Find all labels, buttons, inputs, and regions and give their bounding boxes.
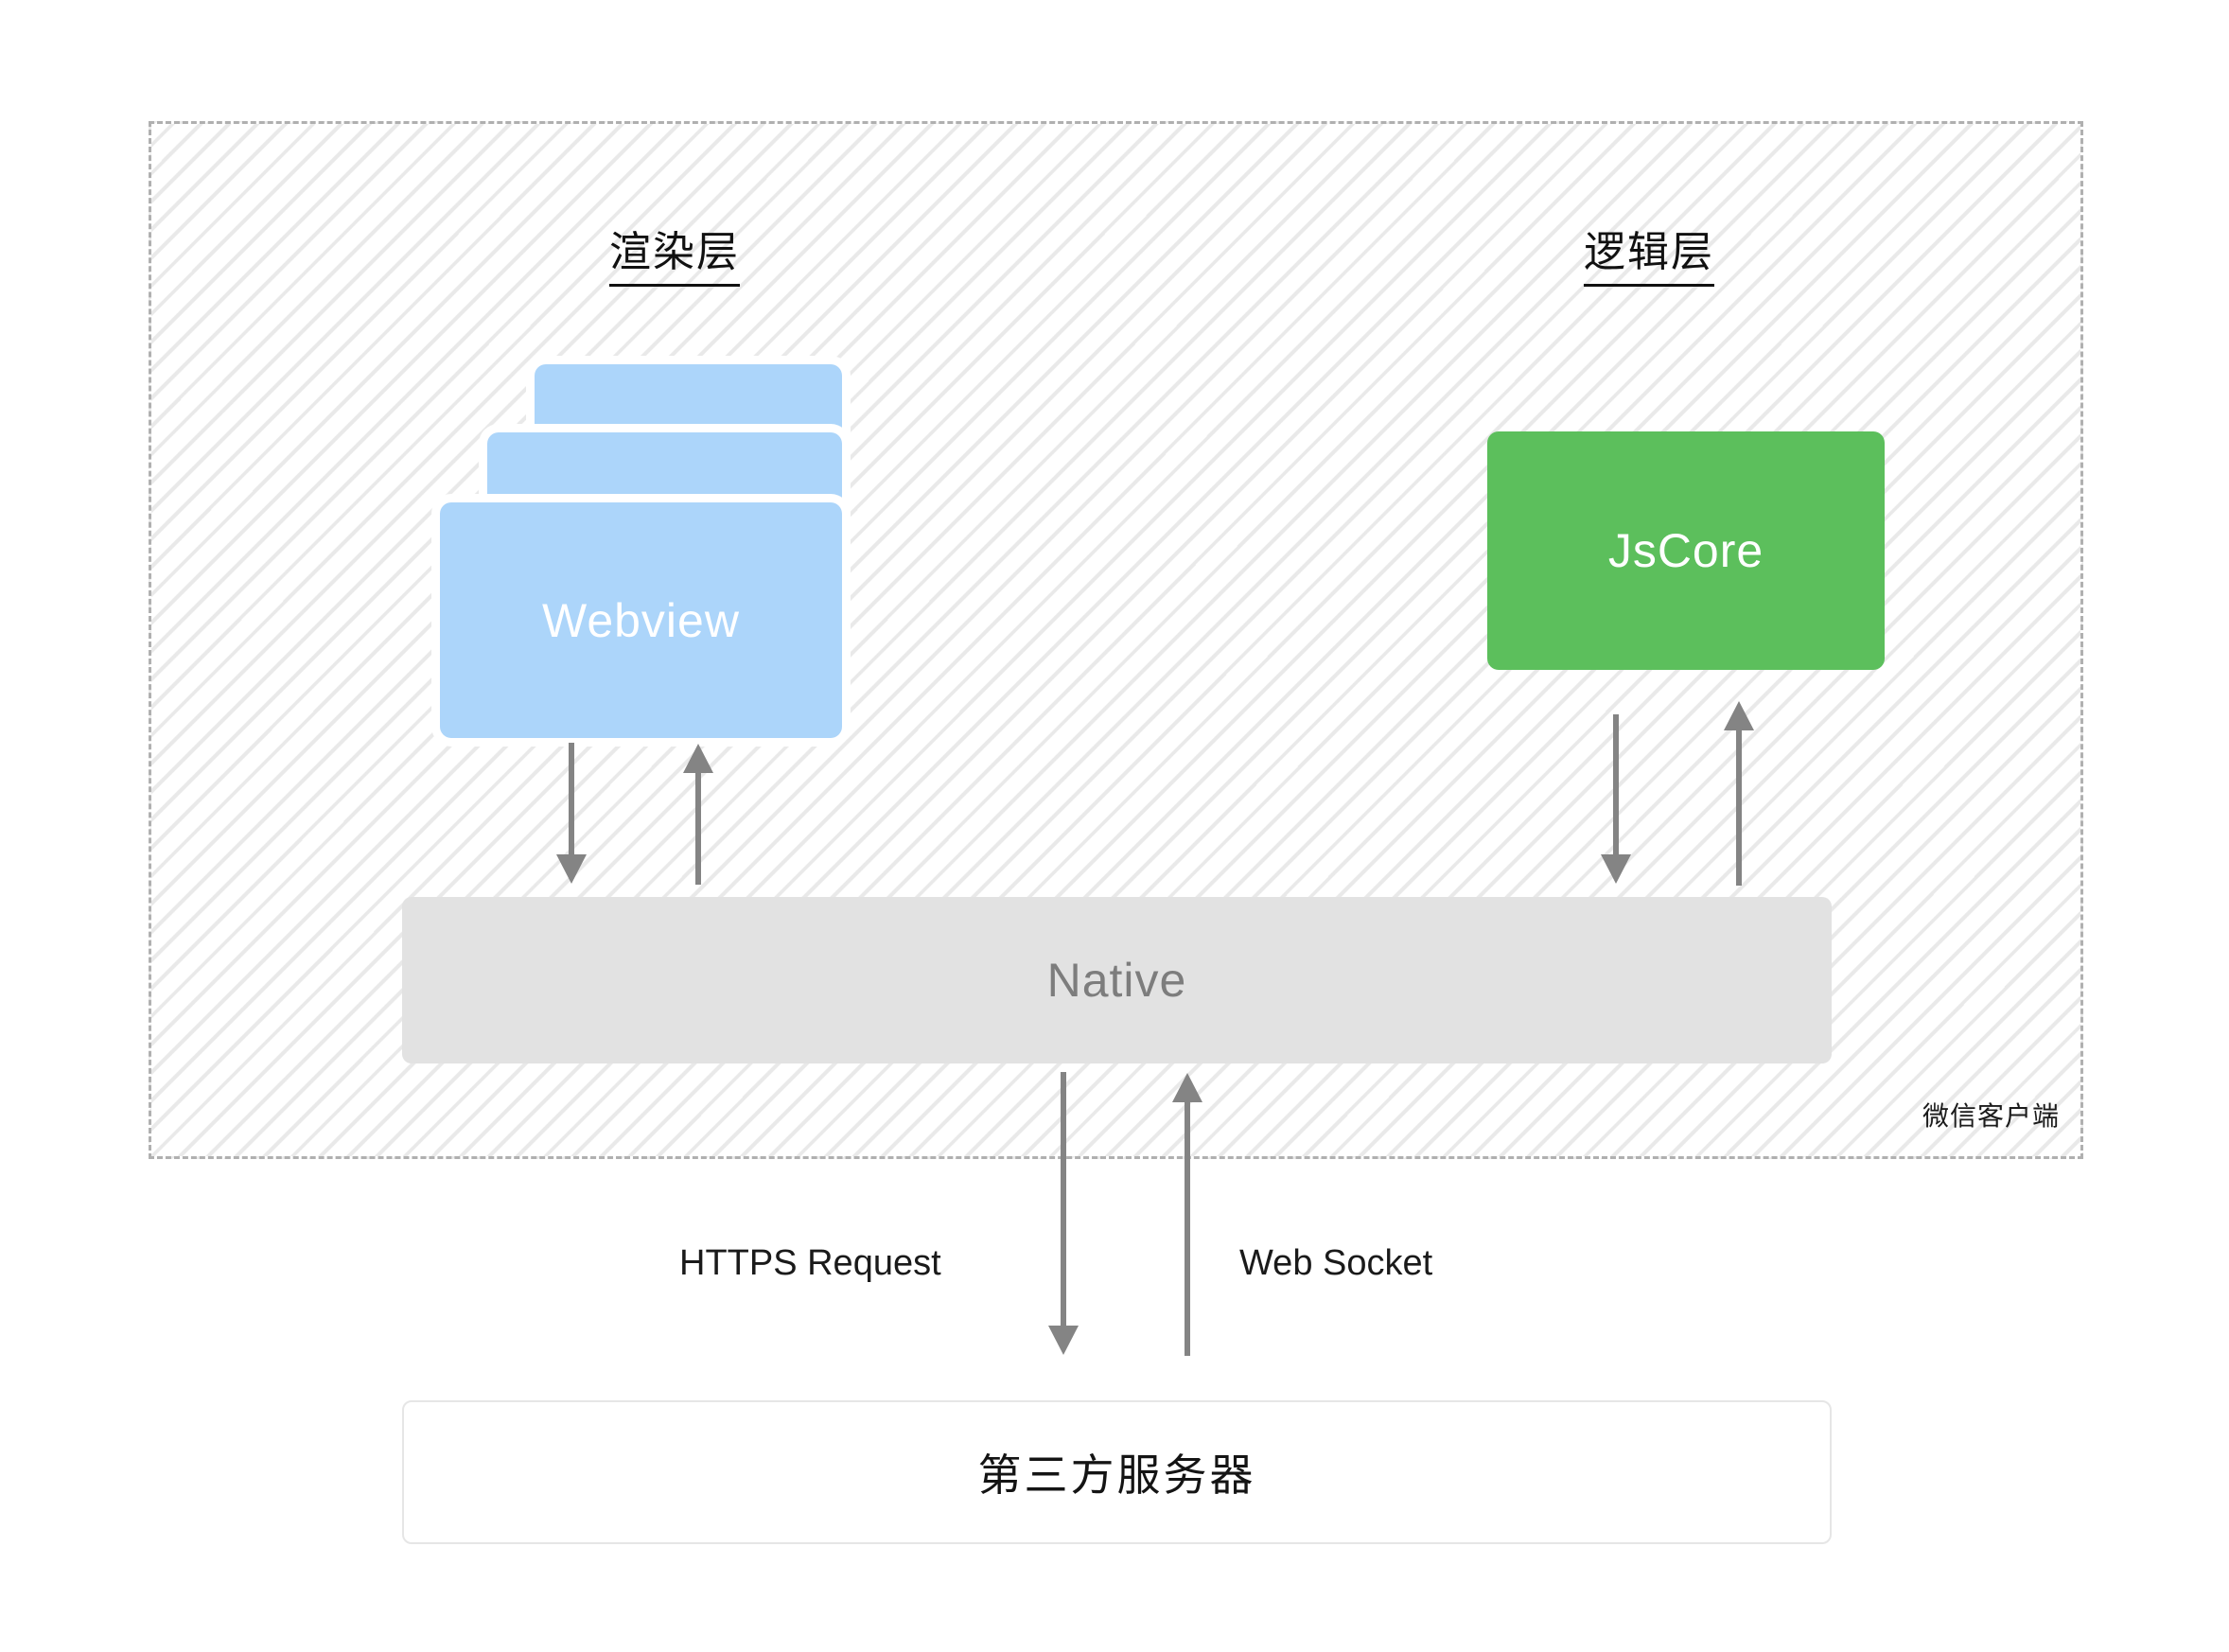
arrow-server-to-native bbox=[1170, 1072, 1204, 1356]
wechat-client-label: 微信客户端 bbox=[1922, 1101, 2060, 1131]
web-socket-label: Web Socket bbox=[1239, 1243, 1433, 1283]
native-node: Native bbox=[402, 897, 1832, 1063]
arrow-native-to-jscore bbox=[1722, 700, 1756, 886]
arrow-webview-to-native bbox=[554, 743, 588, 885]
jscore-node: JsCore bbox=[1487, 431, 1885, 670]
native-label: Native bbox=[1046, 954, 1187, 1007]
jscore-label: JsCore bbox=[1607, 524, 1764, 577]
https-request-label: HTTPS Request bbox=[679, 1243, 941, 1283]
webview-stack: Webview bbox=[440, 364, 941, 738]
webview-card-front: Webview bbox=[440, 502, 842, 738]
arrow-native-to-webview bbox=[681, 743, 715, 885]
arrow-jscore-to-native bbox=[1599, 714, 1633, 885]
logic-layer-title: 逻辑层 bbox=[1584, 218, 1714, 287]
render-layer-title: 渲染层 bbox=[609, 218, 740, 287]
arrow-native-to-server bbox=[1046, 1072, 1080, 1356]
webview-label: Webview bbox=[542, 593, 740, 647]
third-party-server-label: 第三方服务器 bbox=[977, 1450, 1256, 1500]
third-party-server-node: 第三方服务器 bbox=[402, 1400, 1832, 1544]
